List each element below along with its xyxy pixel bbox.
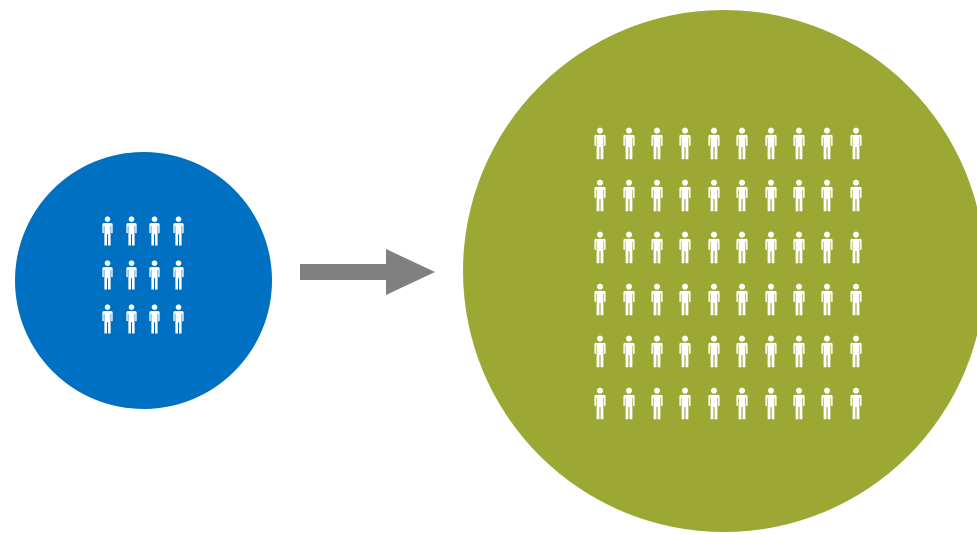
person-icon [126, 304, 137, 334]
person-icon [622, 231, 635, 264]
person-icon [622, 127, 635, 159]
person-icon [821, 179, 833, 211]
person-icon [850, 388, 862, 420]
person-icon [679, 335, 691, 368]
person-icon [126, 260, 137, 290]
person-icon [764, 127, 777, 159]
person-icon [736, 179, 748, 211]
person-icon [173, 260, 184, 290]
person-icon [679, 179, 691, 211]
person-icon [764, 179, 777, 211]
person-icon [736, 127, 748, 159]
small-group-people [96, 209, 190, 341]
person-icon [793, 335, 805, 368]
person-icon [736, 335, 748, 368]
person-icon [793, 127, 805, 159]
person-icon [821, 388, 833, 420]
person-icon [708, 179, 720, 211]
person-icon [850, 283, 862, 316]
person-icon [708, 231, 720, 264]
small-group-circle [15, 152, 272, 409]
person-icon [679, 283, 691, 316]
person-icon [764, 283, 777, 316]
person-icon [102, 260, 113, 290]
person-icon [126, 216, 137, 246]
person-icon [821, 231, 833, 264]
person-icon [651, 388, 663, 420]
person-icon [679, 231, 691, 264]
person-icon [622, 388, 635, 420]
person-icon [821, 283, 833, 316]
person-icon [149, 216, 160, 246]
person-icon [102, 304, 113, 334]
person-icon [850, 231, 862, 264]
person-icon [736, 231, 748, 264]
person-icon [708, 335, 720, 368]
person-icon [594, 388, 606, 420]
person-icon [622, 335, 635, 368]
person-icon [736, 283, 748, 316]
person-icon [622, 283, 635, 316]
person-icon [651, 231, 663, 264]
person-icon [793, 283, 805, 316]
person-icon [651, 335, 663, 368]
person-icon [679, 388, 691, 420]
person-icon [651, 179, 663, 211]
person-icon [594, 283, 606, 316]
person-icon [708, 388, 720, 420]
person-icon [173, 304, 184, 334]
person-icon [102, 216, 113, 246]
person-icon [708, 127, 720, 159]
person-icon [736, 388, 748, 420]
person-icon [821, 127, 833, 159]
person-icon [594, 127, 606, 159]
person-icon [173, 216, 184, 246]
arrow-right-icon [300, 249, 435, 295]
person-icon [651, 127, 663, 159]
person-icon [764, 335, 777, 368]
person-icon [708, 283, 720, 316]
person-icon [594, 335, 606, 368]
person-icon [764, 388, 777, 420]
person-icon [622, 179, 635, 211]
arrow-shaft [300, 264, 388, 280]
person-icon [850, 127, 862, 159]
large-group-people [586, 117, 870, 430]
person-icon [793, 231, 805, 264]
person-icon [679, 127, 691, 159]
person-icon [149, 260, 160, 290]
person-icon [793, 179, 805, 211]
person-icon [594, 179, 606, 211]
person-icon [850, 179, 862, 211]
person-icon [594, 231, 606, 264]
large-group-circle [463, 10, 977, 532]
arrow-head [386, 249, 435, 295]
person-icon [651, 283, 663, 316]
person-icon [149, 304, 160, 334]
person-icon [850, 335, 862, 368]
person-icon [764, 231, 777, 264]
person-icon [793, 388, 805, 420]
person-icon [821, 335, 833, 368]
